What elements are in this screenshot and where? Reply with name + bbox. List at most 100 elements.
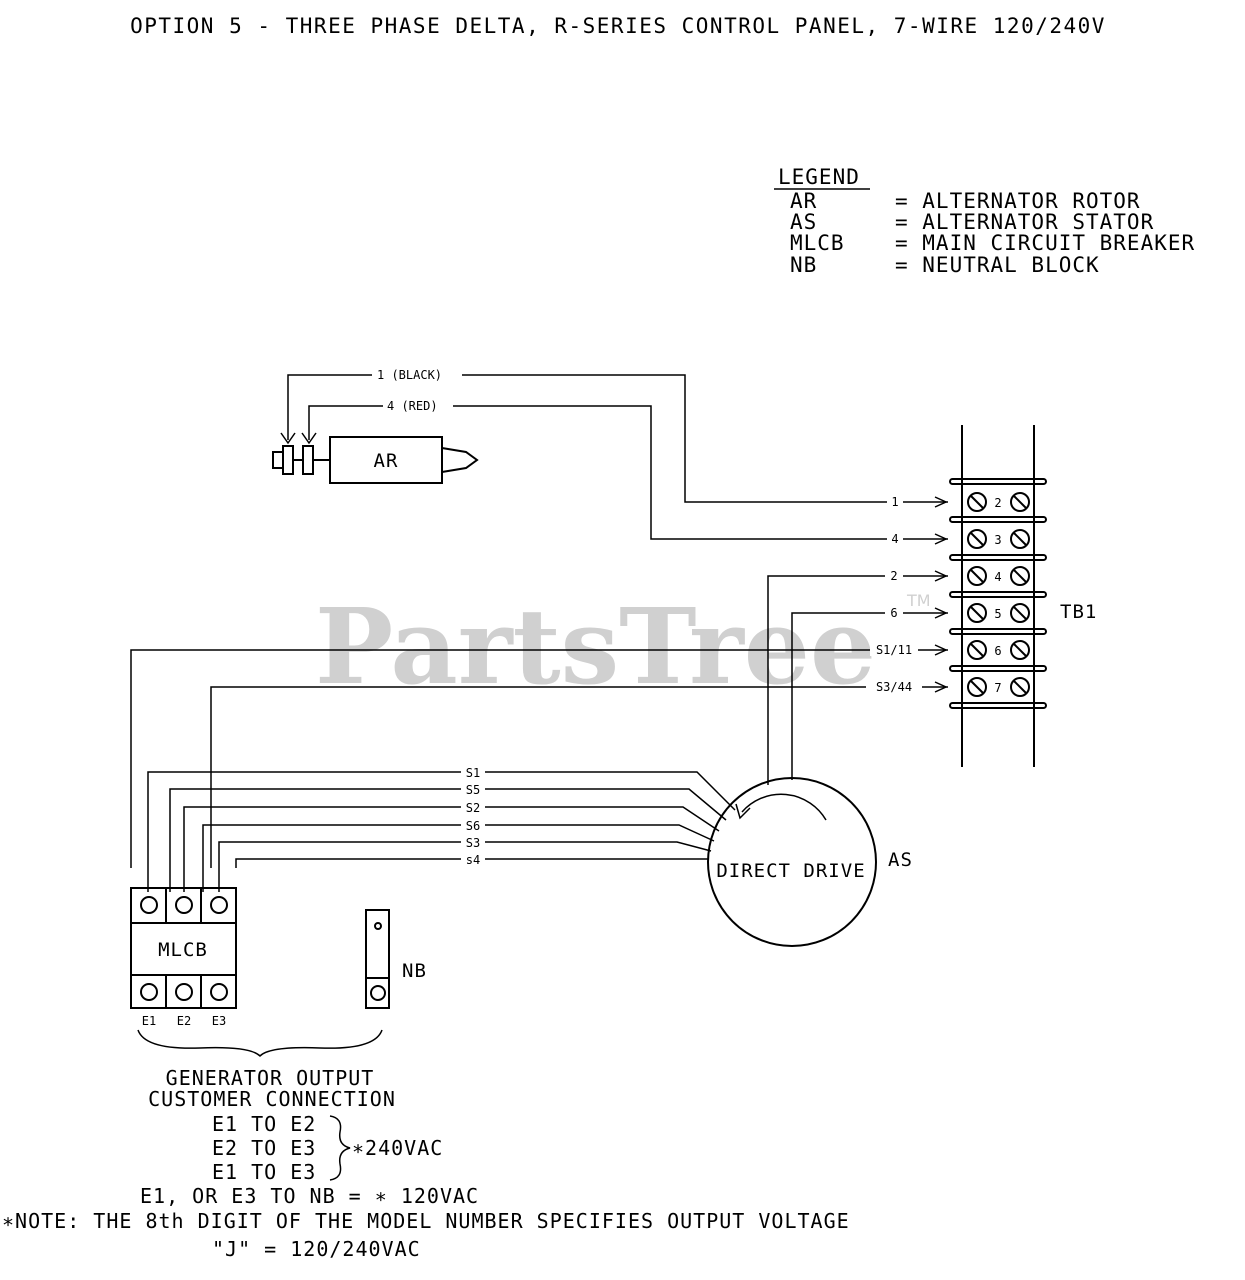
- mlcb-output-label: E3: [212, 1014, 226, 1028]
- tb-wire-label: 4: [891, 532, 898, 546]
- legend-desc-as: = ALTERNATOR STATOR: [895, 210, 1154, 234]
- tb-separator: [949, 702, 1047, 709]
- wire-label-bg: [887, 494, 903, 508]
- arrow-icon: [934, 644, 948, 656]
- wire-4-red: [308, 405, 948, 540]
- rotor-shaft-end: [272, 451, 284, 469]
- arrow-icon: [934, 607, 948, 619]
- tb-label: TB1: [1060, 601, 1097, 623]
- screw-icon: [1010, 677, 1030, 697]
- legend-heading: LEGEND: [778, 165, 860, 189]
- stator-lead-label: S6: [466, 819, 480, 833]
- lead-s2: [183, 806, 720, 892]
- terminal-number: 6: [994, 644, 1001, 658]
- nb-label: NB: [402, 960, 427, 982]
- terminal-number: 7: [994, 681, 1001, 695]
- lead-s3: [218, 841, 712, 892]
- terminal-number: 3: [994, 533, 1001, 547]
- tb-terminal: 2: [967, 492, 1030, 512]
- arrow-icon: [934, 496, 948, 508]
- wire-label-bg: [887, 531, 903, 545]
- screw-slot: [1013, 680, 1027, 694]
- screw-slot: [970, 495, 984, 509]
- screw-slot: [1013, 495, 1027, 509]
- tb-separator: [949, 665, 1047, 672]
- legend-abbr-mlcb: MLCB: [790, 231, 845, 255]
- terminal-icon: [210, 896, 228, 914]
- wire-label-bg: [461, 835, 485, 849]
- screw-slot: [1013, 569, 1027, 583]
- lead-s5: [169, 788, 727, 892]
- wire-label-bg: [372, 367, 462, 382]
- terminal-icon: [140, 983, 158, 1001]
- screw-icon: [967, 603, 987, 623]
- alternator-rotor: AR: [272, 436, 479, 484]
- screw-icon: [967, 640, 987, 660]
- wire-label-bg: [461, 818, 485, 832]
- wire-label-bg: [866, 679, 922, 693]
- wire-label-red: 4 (RED): [387, 399, 438, 413]
- output-brace: [137, 1029, 383, 1058]
- lead-s1: [147, 771, 736, 892]
- screw-slot: [970, 532, 984, 546]
- screw-slot: [1013, 606, 1027, 620]
- output-line: E1 TO E2: [212, 1112, 316, 1136]
- terminal-icon: [175, 983, 193, 1001]
- neutral-block: NB: [365, 909, 427, 1009]
- output-voltage: ∗240VAC: [352, 1136, 443, 1160]
- tb-separator: [949, 516, 1047, 523]
- stator-circle: [707, 777, 877, 947]
- tb-terminal: 3: [967, 529, 1030, 549]
- rotor-body: [329, 436, 443, 484]
- slip-ring-2: [302, 445, 314, 475]
- tb-separator: [949, 628, 1047, 635]
- wire-label-bg: [885, 605, 903, 619]
- wire-label-bg: [885, 568, 903, 582]
- screw-slot: [970, 606, 984, 620]
- screw-icon: [1010, 529, 1030, 549]
- tb-terminal: 6: [967, 640, 1030, 660]
- legend-desc-nb: = NEUTRAL BLOCK: [895, 253, 1100, 277]
- wire-1-black: [287, 374, 948, 503]
- tb-wire-label: S3/44: [876, 680, 912, 694]
- stator-label: AS: [888, 849, 913, 871]
- watermark-tm: TM: [906, 591, 931, 610]
- screw-icon: [1010, 603, 1030, 623]
- stator-lead-label: S2: [466, 801, 480, 815]
- screw-slot: [1013, 532, 1027, 546]
- screw-icon: [1010, 492, 1030, 512]
- output-line: E2 TO E3: [212, 1136, 316, 1160]
- tb-wire-label: 1: [891, 495, 898, 509]
- screw-icon: [967, 566, 987, 586]
- legend-desc-ar: = ALTERNATOR ROTOR: [895, 189, 1141, 213]
- legend-abbr-ar: AR: [790, 189, 817, 213]
- nb-terminal-icon: [370, 985, 386, 1001]
- screw-slot: [970, 643, 984, 657]
- terminal-block: 2 3 4 5 6: [949, 425, 1097, 767]
- stator-lead-label: S5: [466, 783, 480, 797]
- wire-s1-11: [130, 649, 948, 868]
- legend-abbr-nb: NB: [790, 253, 817, 277]
- wire-label-bg: [870, 642, 918, 656]
- rotation-arrow-icon: [735, 803, 751, 820]
- output-note-2: "J" = 120/240VAC: [212, 1237, 421, 1261]
- tb-wire-label: 6: [890, 606, 897, 620]
- wire-4-arrow: [301, 432, 317, 445]
- lead-s6: [202, 824, 715, 892]
- tb-wire-label: 2: [890, 569, 897, 583]
- mlcb-output-label: E1: [142, 1014, 156, 1028]
- output-note: ∗NOTE: THE 8th DIGIT OF THE MODEL NUMBER…: [2, 1209, 850, 1233]
- output-line: E1 TO E3: [212, 1160, 316, 1184]
- arrow-icon: [934, 681, 948, 693]
- mlcb-body: [130, 887, 237, 1009]
- arrow-icon: [934, 570, 948, 582]
- nb-body: [365, 909, 390, 1009]
- stator-lead-label: S1: [466, 766, 480, 780]
- stator-lead-label: s4: [466, 853, 480, 867]
- lead-s4: [235, 858, 709, 868]
- main-circuit-breaker: MLCB E1 E2 E3: [130, 887, 237, 1028]
- wire-label-bg: [461, 782, 485, 796]
- rotor-tip: [441, 447, 479, 473]
- terminal-number: 5: [994, 607, 1001, 621]
- legend: LEGEND AR = ALTERNATOR ROTOR AS = ALTERN…: [774, 165, 1194, 277]
